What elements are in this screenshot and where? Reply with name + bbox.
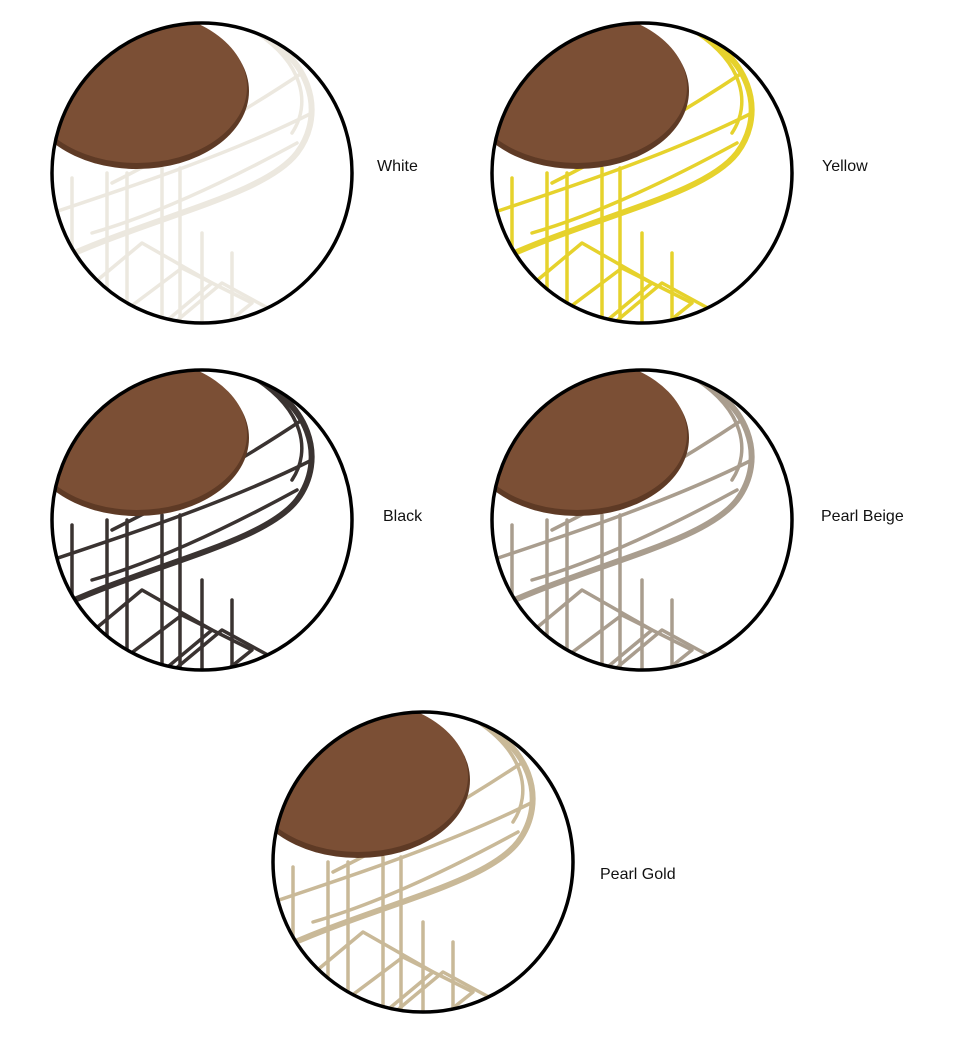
wire-frame	[80, 241, 214, 323]
swatch-yellow[interactable]	[487, 18, 797, 328]
swatch-black[interactable]	[47, 365, 357, 675]
wire-frame	[90, 488, 299, 582]
wire-frame	[530, 141, 739, 235]
table-image-pearl-gold	[271, 710, 575, 1014]
swatch-ring	[490, 21, 794, 325]
wire-frame	[160, 628, 279, 670]
table-image-black	[50, 368, 354, 672]
table-image-pearl-beige	[490, 368, 794, 672]
wire-frame	[90, 141, 299, 235]
label-pearl-beige: Pearl Beige	[821, 508, 904, 525]
wire-frame	[255, 31, 304, 135]
swatch-white[interactable]	[47, 18, 357, 328]
wire-frame	[530, 488, 739, 582]
swatch-ring	[490, 368, 794, 672]
label-white: White	[377, 158, 418, 175]
wire-frame	[160, 281, 279, 323]
wire-frame	[52, 458, 314, 562]
swatch-pearl-beige[interactable]	[487, 365, 797, 675]
wire-frame	[695, 31, 744, 135]
table-image-white	[50, 21, 354, 325]
swatch-ring	[271, 710, 575, 1014]
wire-frame	[311, 830, 520, 924]
swatch-ring	[50, 368, 354, 672]
wire-frame	[600, 281, 719, 323]
wire-frame	[695, 378, 744, 482]
wire-frame	[600, 628, 719, 670]
label-yellow: Yellow	[822, 158, 868, 175]
wire-frame	[492, 458, 754, 562]
wire-frame	[520, 241, 654, 323]
swatch-ring	[50, 21, 354, 325]
wire-frame	[80, 588, 214, 670]
wire-frame	[273, 800, 535, 904]
wire-frame	[381, 970, 500, 1012]
wire-frame	[301, 930, 435, 1012]
wire-frame	[255, 378, 304, 482]
wire-frame	[52, 111, 314, 215]
label-black: Black	[383, 508, 423, 525]
table-image-yellow	[490, 21, 794, 325]
wire-frame	[492, 111, 754, 215]
wire-frame	[520, 588, 654, 670]
swatch-pearl-gold[interactable]	[268, 707, 578, 1017]
label-pearl-gold: Pearl Gold	[600, 866, 676, 883]
wire-frame	[476, 720, 525, 824]
